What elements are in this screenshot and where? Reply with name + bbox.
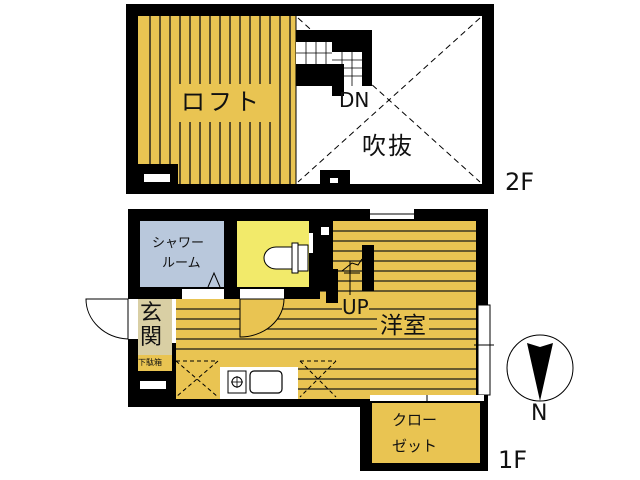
- shoe-box-label: 下駄箱: [138, 358, 162, 367]
- shower-room-label-line1: シャワー: [152, 236, 205, 251]
- stair-up-label: UP: [342, 295, 369, 319]
- north-arrow-icon: [506, 334, 574, 402]
- western-room-label: 洋室: [377, 315, 429, 338]
- genkan-label-line2: 関: [140, 325, 163, 350]
- shower-room-label-line2: ルーム: [162, 256, 201, 271]
- floor-1-plan: シャワー ルーム 玄 関 下駄箱 UP 洋室 クロー ゼット: [80, 205, 500, 475]
- stair-down-label: DN: [339, 88, 370, 112]
- compass: N: [505, 333, 575, 433]
- closet-label-line1: クロー: [392, 411, 438, 429]
- loft-label: ロフト: [181, 88, 262, 116]
- north-label: N: [531, 401, 548, 426]
- floor-2-drawing: [126, 4, 494, 194]
- genkan-label-line1: 玄: [140, 301, 163, 326]
- closet-label-line2: ゼット: [392, 437, 438, 455]
- floor-2-level-label: 2F: [505, 168, 535, 196]
- floor-2-plan: ロフト DN 吹抜: [126, 4, 496, 196]
- atrium-label: 吹抜: [362, 132, 414, 160]
- floor-1-level-label: 1F: [498, 446, 528, 474]
- floor-1-drawing: [85, 209, 494, 471]
